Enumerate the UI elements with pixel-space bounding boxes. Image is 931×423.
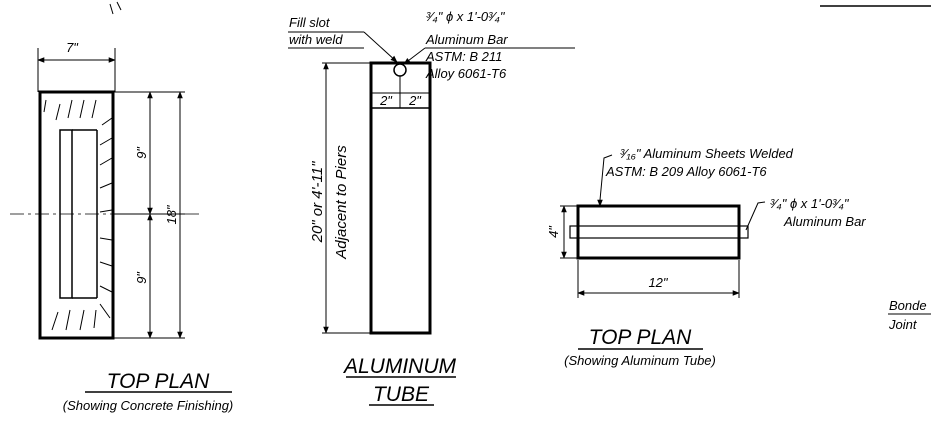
leader-line bbox=[403, 47, 426, 65]
top-plan-2-subtitle: (Showing Aluminum Tube) bbox=[564, 353, 716, 368]
bar-astm-label: ASTM: B 211 bbox=[425, 49, 502, 64]
aluminum-tube-title-2: TUBE bbox=[373, 383, 430, 406]
dim-12-label: 12" bbox=[648, 275, 668, 290]
height-label-2: Adjacent to Piers bbox=[333, 145, 350, 260]
tube-outline bbox=[369, 61, 432, 335]
dim-4-label: 4" bbox=[546, 225, 561, 238]
bonded-joint-label-1: Bonde bbox=[889, 298, 927, 313]
top-plan-subtitle: (Showing Concrete Finishing) bbox=[63, 398, 234, 413]
fill-slot-label-2: with weld bbox=[289, 32, 343, 47]
bar-circle bbox=[393, 63, 407, 77]
height-label-1: 20" or 4'-11" bbox=[309, 161, 326, 243]
sheets-leader bbox=[599, 154, 613, 201]
bar-in-plan bbox=[569, 225, 749, 239]
sheets-spec-label: ³⁄₁₆" Aluminum Sheets Welded bbox=[620, 146, 794, 161]
dim-7-label: 7" bbox=[66, 40, 79, 55]
plan-outline bbox=[38, 90, 115, 340]
bonded-joint-label-2: Joint bbox=[888, 317, 918, 332]
bar-spec-label: ³⁄₄" ϕ x 1'-0³⁄₄" bbox=[426, 9, 506, 24]
plan-bar-material-label: Aluminum Bar bbox=[783, 214, 866, 229]
plan-bar-spec-label: ³⁄₄" ϕ x 1'-0³⁄₄" bbox=[770, 196, 850, 211]
aluminum-tube-title-1: ALUMINUM bbox=[342, 355, 457, 378]
leader-line bbox=[363, 31, 398, 63]
fill-slot-label-1: Fill slot bbox=[289, 15, 331, 30]
tube-plan-outline bbox=[576, 204, 741, 260]
dim-2-right-label: 2" bbox=[408, 93, 422, 108]
aluminum-tube-elevation bbox=[288, 31, 575, 406]
dim-2-left-label: 2" bbox=[379, 93, 393, 108]
dim-18-label: 18" bbox=[164, 204, 179, 224]
top-plan-aluminum bbox=[560, 154, 931, 350]
sheets-astm-label: ASTM: B 209 Alloy 6061-T6 bbox=[605, 164, 767, 179]
top-plan-title: TOP PLAN bbox=[107, 370, 211, 393]
finishing-hatch bbox=[43, 99, 113, 331]
top-plan-2-title: TOP PLAN bbox=[589, 326, 693, 349]
dim-9-bottom-label: 9" bbox=[134, 271, 149, 284]
bar-material-label: Aluminum Bar bbox=[425, 32, 508, 47]
bar-alloy-label: Alloy 6061-T6 bbox=[425, 66, 507, 81]
dim-9-top-label: 9" bbox=[134, 146, 149, 159]
top-plan-concrete bbox=[10, 48, 232, 393]
cropped-mark bbox=[109, 1, 122, 15]
bar-leader bbox=[745, 201, 766, 231]
